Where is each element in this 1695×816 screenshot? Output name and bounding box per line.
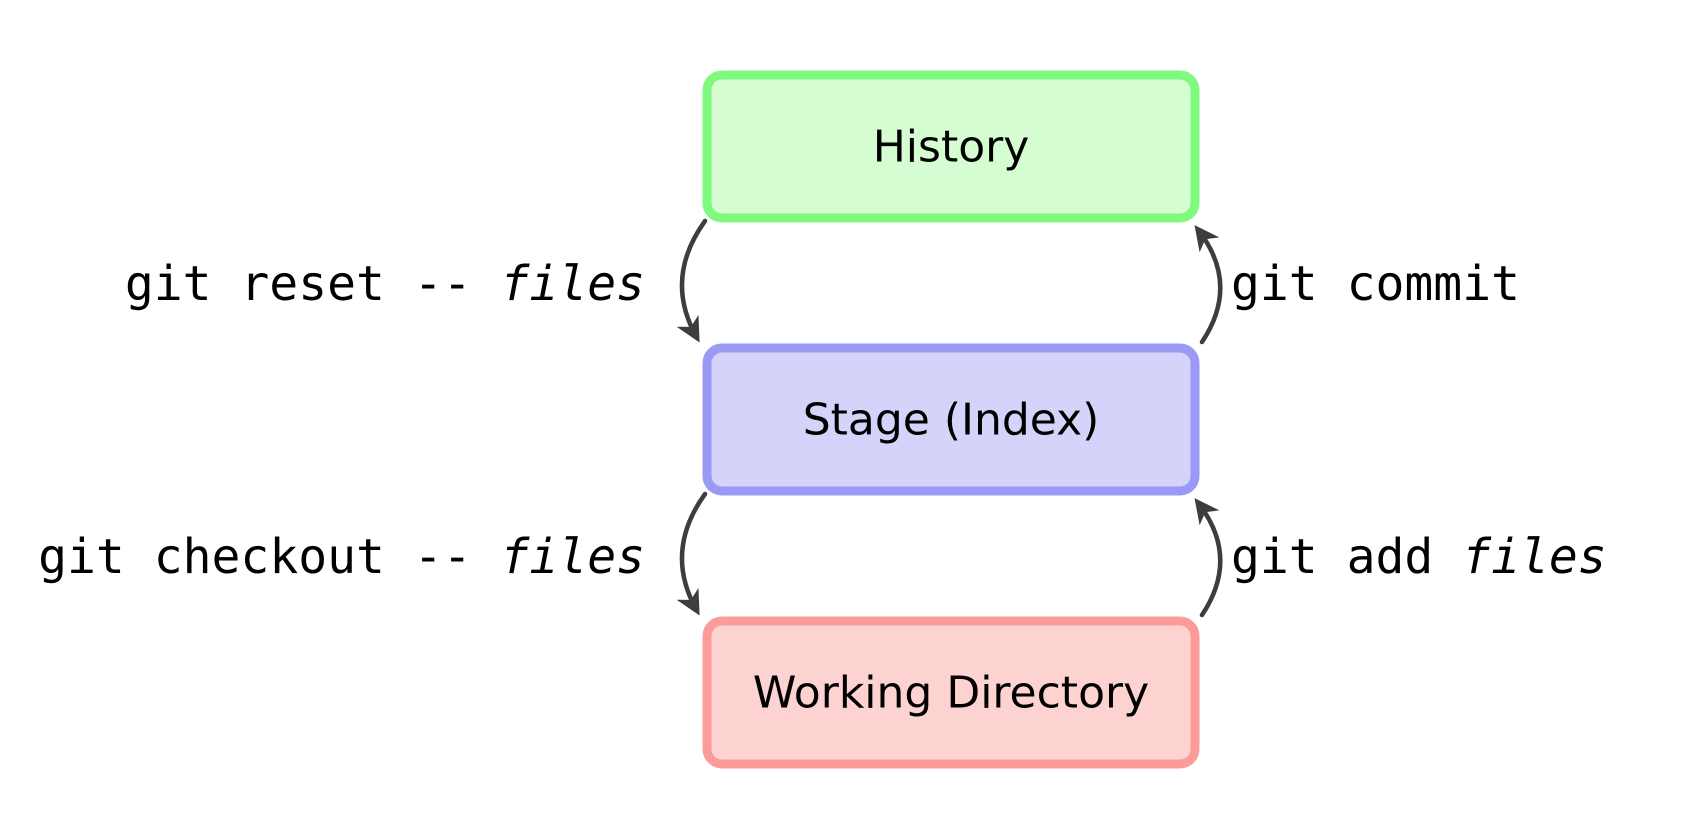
git-checkout-label-text: git checkout -- (38, 529, 500, 585)
edges (676, 218, 1223, 618)
stage-box (702, 343, 1200, 496)
git-commit-arrow (1194, 225, 1223, 345)
working-directory-node: Working Directory (702, 616, 1200, 769)
git-checkout-label: git checkout -- files (38, 529, 645, 585)
git-reset-arrow (676, 218, 708, 343)
git-add-label-emphasis: files (1462, 529, 1607, 585)
history-box (702, 70, 1200, 223)
stage-node: Stage (Index) (702, 343, 1200, 496)
history-node: History (702, 70, 1200, 223)
history-label: History (873, 122, 1030, 173)
git-checkout-label-emphasis: files (501, 529, 646, 585)
git-commit-label: git commit (1231, 256, 1520, 312)
stage-label: Stage (Index) (803, 395, 1100, 446)
git-reset-label: git reset -- files (125, 256, 645, 312)
git-add-label: git add files (1231, 529, 1607, 585)
git-add-label-text: git add (1231, 529, 1462, 585)
git-reset-label-text: git reset -- (125, 256, 501, 312)
git-add-arrow (1194, 498, 1223, 618)
working-directory-box (702, 616, 1200, 769)
edge-labels: git reset -- files git commit git checko… (38, 256, 1607, 585)
working-directory-label: Working Directory (753, 668, 1149, 719)
git-checkout-arrow (676, 491, 708, 616)
git-reset-label-emphasis: files (501, 256, 646, 312)
git-commit-label-text: git commit (1231, 256, 1520, 312)
